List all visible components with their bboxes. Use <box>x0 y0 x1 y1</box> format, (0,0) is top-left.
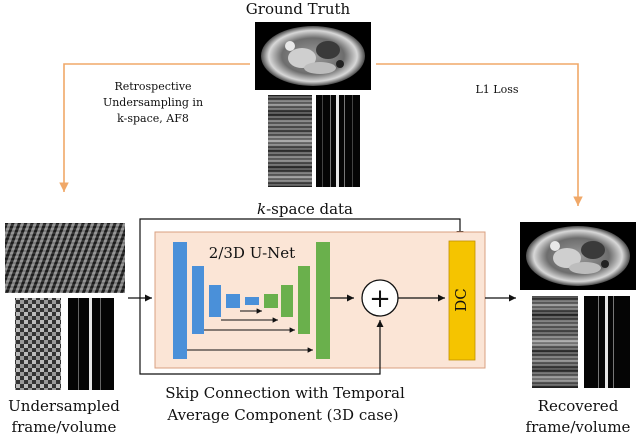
kspace-data-label: k-space data <box>257 200 353 218</box>
recovered-temporal-image <box>532 296 578 388</box>
recovered-label-line2: frame/volume <box>526 418 631 436</box>
unet-label: 2/3D U-Net <box>209 244 295 262</box>
encoder-block-5 <box>245 297 259 305</box>
undersampled-label-line2: frame/volume <box>12 418 117 436</box>
dc-label: DC <box>452 288 470 312</box>
adder-node: + <box>361 279 399 317</box>
ground-truth-temporal-image <box>268 95 312 187</box>
encoder-block-3 <box>209 285 221 317</box>
decoder-block-3 <box>298 266 310 334</box>
recovered-kspace-image <box>584 296 630 388</box>
ground-truth-title: Ground Truth <box>246 0 351 18</box>
dc-block <box>448 240 476 361</box>
decoder-block-2 <box>281 285 293 317</box>
decoder-block-1 <box>264 294 278 308</box>
encoder-block-4 <box>226 294 240 308</box>
retrospective-label-line2: Undersampling in <box>103 96 203 109</box>
temporal-skip-arrow <box>139 298 384 375</box>
skip-connection-label-line2: Average Component (3D case) <box>166 406 398 424</box>
l1-loss-label: L1 Loss <box>475 83 518 96</box>
undersampled-kspace-image <box>68 298 114 390</box>
l1-loss-arrow <box>376 63 583 206</box>
ground-truth-kspace-image <box>316 95 360 187</box>
retrospective-label-line1: Retrospective <box>114 80 191 93</box>
skip-connection-label-line1: Skip Connection with Temporal <box>165 384 405 402</box>
svg-text:+: + <box>369 284 391 314</box>
recovered-label-line1: Recovered <box>538 397 619 415</box>
ground-truth-axial-image <box>255 22 371 90</box>
undersampling-arrow <box>59 63 250 192</box>
encoder-block-1 <box>173 242 187 359</box>
decoder-block-4 <box>316 242 330 359</box>
recovered-axial-image <box>520 222 636 290</box>
undersampled-label-line1: Undersampled <box>8 397 120 415</box>
encoder-block-2 <box>192 266 204 334</box>
undersampled-axial-image <box>5 223 125 293</box>
retrospective-label-line3: k-space, AF8 <box>117 112 189 125</box>
kspace-data-arrow <box>139 218 464 298</box>
undersampled-temporal-image <box>15 298 61 390</box>
